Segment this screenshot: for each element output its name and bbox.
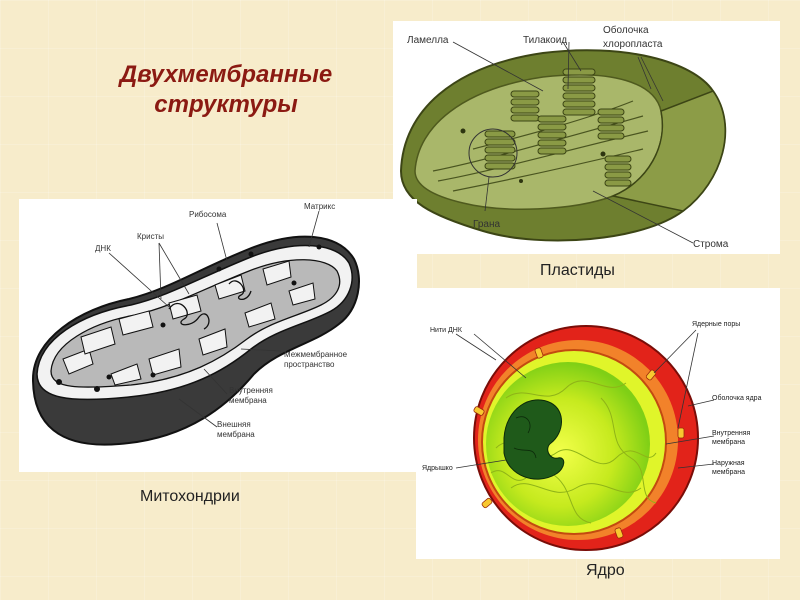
label-nucleus-inner-2: мембрана: [712, 438, 745, 446]
mitochondrion-ribosomes: [56, 244, 322, 392]
label-nucleus-outer-2: мембрана: [712, 468, 745, 476]
label-stroma: Строма: [693, 239, 729, 250]
label-outer-membrane-2: мембрана: [217, 430, 255, 439]
label-matrix: Матрикс: [304, 202, 335, 211]
nucleolus-texture: [513, 416, 537, 459]
label-intermembrane-2: пространство: [284, 360, 335, 369]
granum-stack: [597, 108, 625, 140]
mitochondria-caption: Митохондрии: [140, 488, 240, 505]
chloroplast-caption: Пластиды: [540, 262, 615, 279]
label-nucleus-outer-1: Наружная: [712, 460, 745, 467]
chloroplast-leader-lines: [452, 41, 694, 244]
label-nucleolus: Ядрышко: [422, 465, 453, 472]
chloroplast-envelope-face: [610, 90, 726, 212]
label-envelope-2: хлоропласта: [603, 39, 663, 50]
label-grana: Грана: [473, 219, 500, 230]
label-nucleus-inner-1: Внутренняя: [712, 430, 751, 437]
granum-stack: [484, 130, 516, 170]
nucleus-panel: Нити ДНК Ядерные поры Оболочка ядра Внут…: [416, 288, 780, 559]
label-ribosome: Рибосома: [189, 210, 227, 219]
mitochondria-leader-lines: [108, 210, 320, 428]
slide-title: Двухмембранные структуры: [96, 60, 356, 120]
title-line-2: структуры: [154, 91, 298, 118]
mitochondria-panel: Матрикс Рибосома Кристы ДНК Межмембранно…: [19, 199, 417, 472]
chloroplast-particles: [460, 128, 606, 183]
granum-stack: [537, 115, 567, 155]
mitochondrion-cristae: [62, 260, 316, 386]
nuclear-pores: [473, 347, 685, 539]
mitochondria-diagram: Матрикс Рибосома Кристы ДНК Межмембранно…: [31, 202, 360, 446]
label-outer-membrane-1: Внешняя: [217, 420, 251, 429]
label-thylakoid: Тилакоид: [523, 35, 567, 46]
mitochondrion-dna: [168, 280, 252, 330]
label-inner-membrane-2: мембрана: [229, 396, 267, 405]
title-line-1: Двухмембранные: [119, 61, 333, 88]
nucleus-diagram: Нити ДНК Ядерные поры Оболочка ядра Внут…: [422, 321, 762, 551]
grana-highlight-circle: [468, 128, 518, 178]
chloroplast-grana: [484, 68, 632, 187]
nucleus-caption: Ядро: [586, 562, 625, 579]
nucleus-leader-lines: [455, 329, 715, 469]
label-nuclear-envelope: Оболочка ядра: [712, 394, 762, 402]
nucleolus: [503, 399, 565, 480]
granum-stack: [604, 155, 632, 187]
label-lamella: Ламелла: [407, 35, 449, 46]
label-dna: ДНК: [95, 244, 111, 253]
label-envelope-1: Оболочка: [603, 24, 649, 36]
granum-stack: [562, 68, 596, 116]
chloroplast-diagram: Ламелла Тилакоид Оболочка хлоропласта Гр…: [399, 24, 729, 250]
chloroplast-panel: Ламелла Тилакоид Оболочка хлоропласта Гр…: [393, 21, 780, 254]
label-inner-membrane-1: Внутренняя: [229, 386, 273, 395]
label-dna-threads: Нити ДНК: [430, 327, 463, 334]
label-nuclear-pores: Ядерные поры: [692, 321, 740, 328]
label-intermembrane-1: Межмембранное: [284, 350, 348, 359]
label-cristae: Кристы: [137, 232, 164, 241]
